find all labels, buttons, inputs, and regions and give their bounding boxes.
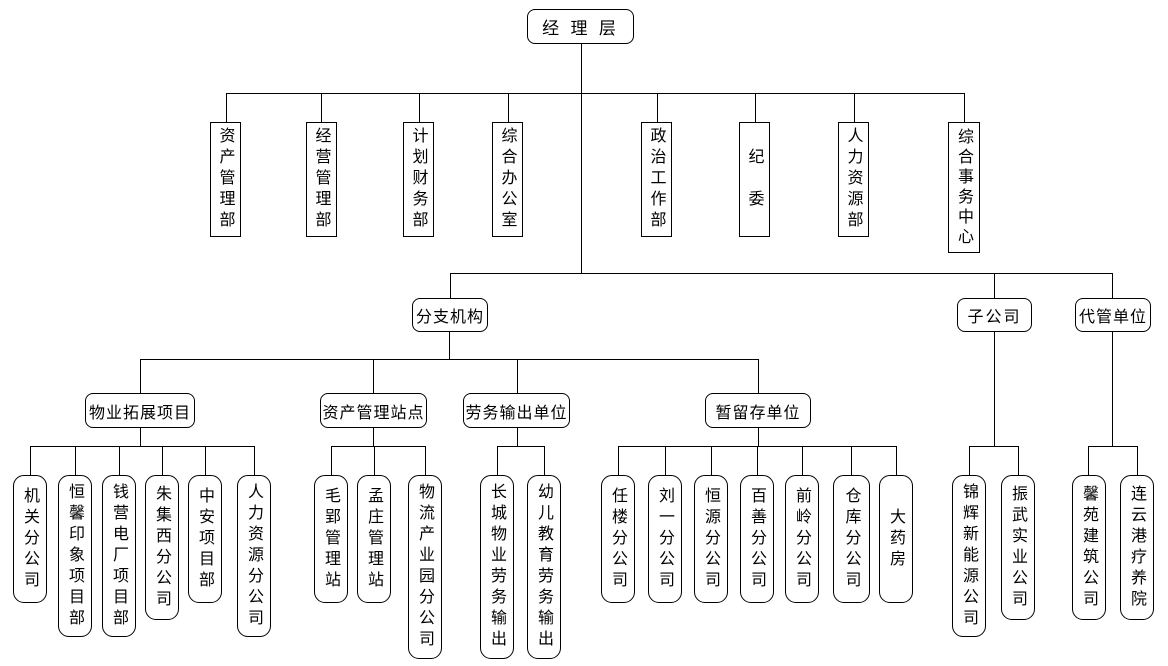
node-leaf-jiguan-branch: 机关分公司: [13, 475, 47, 603]
node-dept-discipline-committee: 纪 委: [739, 122, 770, 237]
connector-line: [419, 93, 420, 122]
connector-line: [618, 446, 619, 475]
connector-line: [140, 428, 141, 446]
connector-line: [802, 446, 803, 475]
connector-line: [657, 93, 658, 122]
node-leaf-hengxin-yinxiang-project: 恒馨印象项目部: [58, 475, 92, 637]
connector-line: [450, 273, 451, 298]
connector-line: [331, 446, 425, 447]
connector-line: [1112, 332, 1113, 446]
node-dept-operations-management: 经营管理部: [306, 122, 337, 237]
node-managed-units: 代管单位: [1075, 298, 1151, 332]
node-leaf-baishan-branch: 百善分公司: [740, 475, 774, 603]
connector-line: [205, 446, 206, 475]
node-cat-asset-management-stations: 资产管理站点: [320, 393, 427, 428]
node-leaf-xinyuan-construction: 馨苑建筑公司: [1072, 475, 1106, 620]
connector-line: [969, 446, 1018, 447]
connector-line: [508, 93, 509, 122]
connector-line: [1088, 446, 1138, 447]
connector-line: [581, 44, 582, 273]
node-leaf-zhenwu-industrial: 振武实业公司: [1001, 475, 1035, 620]
node-subsidiaries: 子公司: [957, 298, 1032, 332]
connector-line: [994, 332, 995, 446]
connector-line: [1018, 446, 1019, 475]
node-leaf-jinhui-new-energy: 锦辉新能源公司: [952, 475, 986, 637]
connector-line: [373, 359, 374, 393]
connector-line: [544, 446, 545, 475]
connector-line: [30, 446, 31, 475]
node-leaf-renlou-branch: 任楼分公司: [601, 475, 635, 603]
node-leaf-qianying-power-plant-project: 钱营电厂项目部: [102, 475, 136, 637]
connector-line: [30, 446, 254, 447]
connector-line: [851, 446, 852, 475]
node-leaf-zhujixi-branch: 朱集西分公司: [145, 475, 179, 620]
connector-line: [994, 273, 995, 298]
node-dept-general-affairs-center: 综合事务中心: [948, 122, 980, 253]
connector-line: [1088, 446, 1089, 475]
node-cat-retained-units: 暂留存单位: [705, 393, 811, 428]
connector-line: [162, 446, 163, 475]
connector-line: [711, 446, 712, 475]
connector-line: [226, 93, 964, 94]
connector-line: [226, 93, 227, 122]
node-dept-planning-finance: 计划财务部: [403, 122, 434, 237]
connector-line: [254, 446, 255, 475]
connector-line: [517, 428, 518, 446]
connector-line: [755, 93, 756, 122]
connector-line: [1112, 273, 1113, 298]
node-cat-labor-export-units: 劳务输出单位: [463, 393, 570, 428]
connector-line: [969, 446, 970, 475]
node-branch-organizations: 分支机构: [412, 298, 488, 332]
node-leaf-zhongan-project: 中安项目部: [188, 475, 222, 603]
node-leaf-preschool-education-labor-export: 幼儿教育劳务输出: [527, 475, 561, 659]
node-leaf-hengyuan-branch: 恒源分公司: [694, 475, 728, 603]
node-leaf-changcheng-property-labor-export: 长城物业劳务输出: [480, 475, 514, 659]
connector-line: [119, 446, 120, 475]
connector-line: [757, 446, 758, 475]
node-leaf-lianyungang-sanatorium: 连云港疗养院: [1120, 475, 1154, 620]
node-leaf-maoying-station: 毛郢管理站: [314, 475, 348, 603]
connector-line: [964, 93, 965, 122]
connector-line: [75, 446, 76, 475]
connector-line: [140, 359, 141, 393]
node-management-level: 经 理 层: [527, 9, 634, 44]
connector-line: [758, 428, 759, 446]
connector-line: [374, 446, 375, 475]
connector-line: [449, 332, 450, 359]
node-dept-political-work: 政治工作部: [641, 122, 672, 237]
connector-line: [331, 446, 332, 475]
node-dept-asset-management: 资产管理部: [210, 122, 241, 237]
node-dept-human-resources: 人力资源部: [838, 122, 869, 237]
connector-line: [373, 428, 374, 446]
connector-line: [1137, 446, 1138, 475]
connector-line: [497, 446, 544, 447]
connector-line: [497, 446, 498, 475]
node-leaf-cangku-branch: 仓库分公司: [833, 475, 870, 603]
connector-line: [140, 359, 758, 360]
connector-line: [854, 93, 855, 122]
node-cat-property-expansion-projects: 物业拓展项目: [85, 393, 195, 428]
node-leaf-mengzhuang-station: 孟庄管理站: [357, 475, 391, 603]
node-leaf-qianling-branch: 前岭分公司: [785, 475, 819, 603]
node-leaf-hr-branch: 人力资源分公司: [237, 475, 271, 637]
connector-line: [665, 446, 666, 475]
connector-line: [425, 446, 426, 475]
connector-line: [896, 446, 897, 475]
connector-line: [758, 359, 759, 393]
connector-line: [517, 359, 518, 393]
connector-line: [321, 93, 322, 122]
node-dept-general-office: 综合办公室: [492, 122, 523, 237]
node-leaf-pharmacy: 大药房: [879, 475, 913, 603]
connector-line: [450, 273, 1112, 274]
node-leaf-liuyi-branch: 刘一分公司: [648, 475, 682, 603]
node-leaf-logistics-industrial-park-branch: 物流产业园分公司: [408, 475, 442, 659]
